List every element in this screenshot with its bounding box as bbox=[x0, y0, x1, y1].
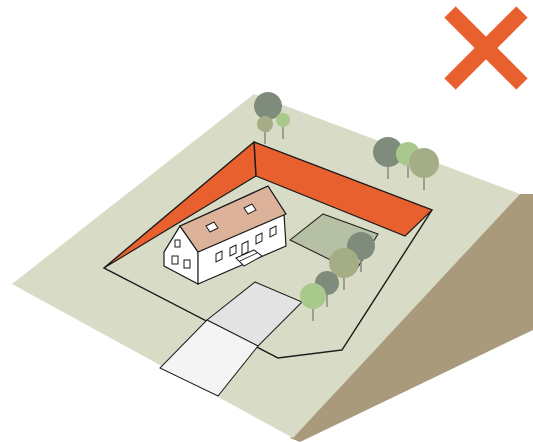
tree bbox=[300, 283, 326, 321]
wall-corner-edge bbox=[253, 141, 257, 177]
tree bbox=[373, 137, 403, 179]
tree-crown bbox=[276, 113, 290, 127]
tree bbox=[409, 148, 439, 190]
roof-window bbox=[243, 203, 257, 215]
tree bbox=[257, 116, 273, 144]
slope-side-face bbox=[290, 194, 533, 442]
house bbox=[163, 185, 287, 285]
terrain-surface bbox=[12, 94, 520, 438]
window bbox=[174, 239, 181, 248]
window bbox=[183, 259, 191, 269]
roof-ridge bbox=[179, 185, 269, 227]
cross-stroke bbox=[444, 6, 528, 90]
window bbox=[171, 255, 179, 265]
tree-crown bbox=[329, 248, 359, 278]
step-line bbox=[239, 252, 258, 262]
window bbox=[215, 250, 223, 263]
cross-icon bbox=[444, 6, 528, 90]
roof-window bbox=[205, 221, 219, 233]
tree bbox=[276, 113, 290, 139]
tree-crown bbox=[373, 137, 403, 167]
tree-crown bbox=[254, 92, 282, 120]
tree bbox=[329, 248, 359, 290]
window bbox=[269, 225, 277, 238]
window bbox=[255, 232, 263, 245]
front-door bbox=[241, 240, 249, 256]
tree-crown bbox=[257, 116, 273, 132]
trees bbox=[254, 92, 439, 321]
tree-crown bbox=[409, 148, 439, 178]
access-path bbox=[159, 319, 259, 397]
tree-crown bbox=[300, 283, 326, 309]
window bbox=[229, 244, 237, 257]
